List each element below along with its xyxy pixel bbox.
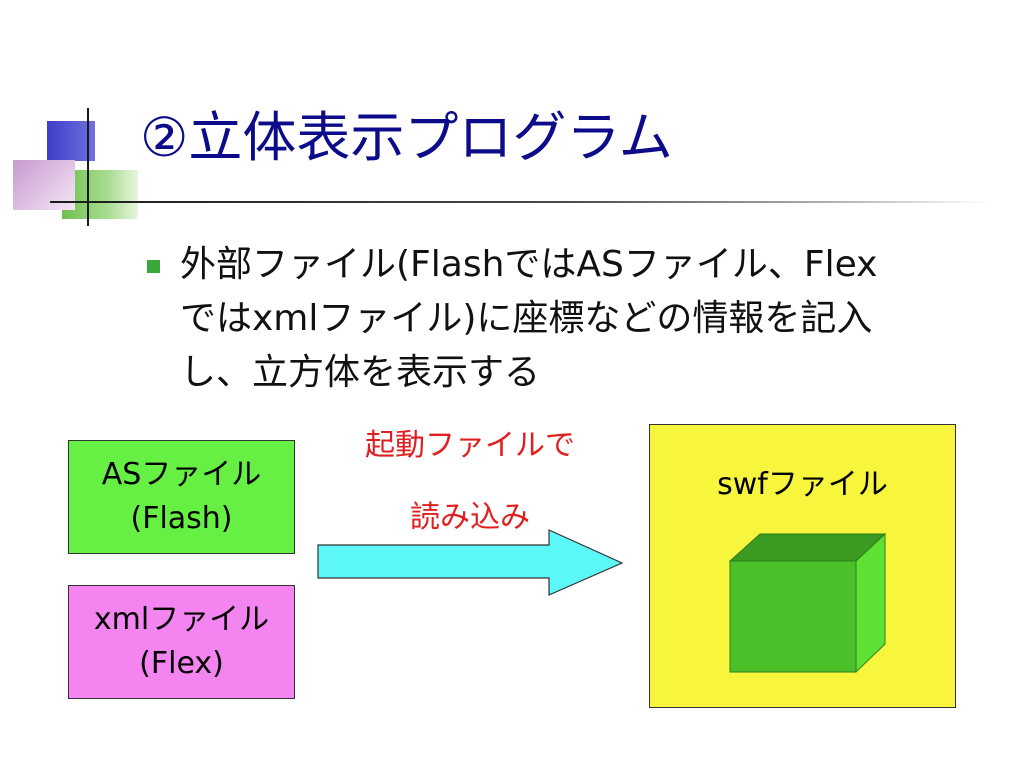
- bullet-line-1: 外部ファイル(FlashではASファイル、Flex: [180, 244, 878, 285]
- as-file-sublabel: (Flash): [130, 501, 233, 536]
- as-file-label: ASファイル: [101, 457, 262, 492]
- bullet-line-3: し、立方体を表示する: [180, 352, 541, 393]
- decor-vertical-line: [87, 108, 89, 226]
- bullet-text: 外部ファイル(FlashではASファイル、Flex ではxmlファイル)に座標な…: [180, 238, 1010, 400]
- bullet-marker: [147, 260, 160, 273]
- cube-icon: [728, 532, 887, 674]
- xml-file-sublabel: (Flex): [139, 646, 224, 681]
- bullet-line-2: ではxmlファイル)に座標などの情報を記入: [180, 298, 873, 339]
- swf-file-label: swfファイル: [717, 467, 888, 502]
- cube-front-face: [729, 560, 857, 673]
- as-file-box: ASファイル (Flash): [68, 440, 295, 554]
- xml-file-box: xmlファイル (Flex): [68, 585, 295, 699]
- arrow-label-line-1: 起動ファイルで: [365, 428, 575, 463]
- xml-file-label: xmlファイル: [93, 602, 270, 637]
- right-arrow-icon: [317, 529, 624, 596]
- slide-title: ②立体表示プログラム: [140, 106, 673, 169]
- title-underline: [50, 201, 990, 203]
- arrow-label-line-2: 読み込み: [410, 500, 530, 535]
